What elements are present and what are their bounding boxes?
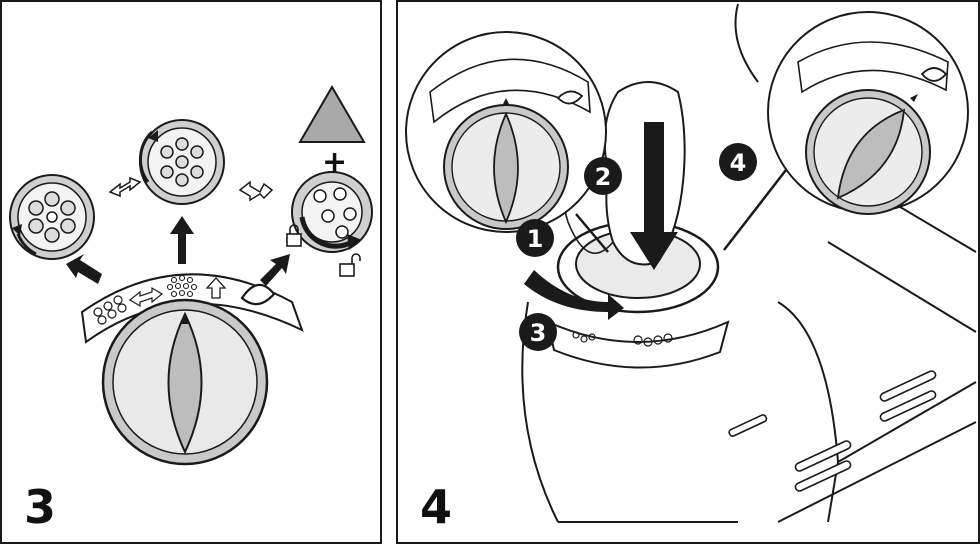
pointer-line-4 [724,170,786,250]
step-badge-1: 1 [516,219,554,257]
selector-knob [103,300,267,464]
svg-text:3: 3 [530,319,547,347]
arrow-to-left-disk [66,254,102,284]
svg-text:1: 1 [527,225,544,253]
lock-open-icon [340,254,360,276]
double-arrow-icon [240,182,272,200]
vent-slots [728,370,937,493]
step-badge-4: 4 [719,143,757,181]
svg-text:2: 2 [595,163,612,191]
disk-coarse-icon [140,120,224,204]
arrow-to-center-disk [170,216,194,264]
figure-number: 4 [420,484,452,530]
knob-inset-after [768,12,968,214]
appliance-illustration: 1 2 3 4 [398,2,978,542]
double-arrow-icon [110,178,140,196]
knob-function-diagram: + [2,2,382,542]
step-badge-2: 2 [584,157,622,195]
arrow-to-right-disk [260,254,290,286]
knob-inset-before [406,32,606,232]
step-badge-3: 3 [519,313,557,351]
figure-number: 3 [24,484,56,530]
svg-text:4: 4 [730,149,747,177]
collar-symbol-band [548,322,728,368]
figure-panel-4: 1 2 3 4 4 [396,0,980,544]
disk-release-icon [292,172,372,252]
drop-triangle-icon [300,87,364,142]
disk-flower-icon [10,175,94,259]
figure-panel-3: + [0,0,382,544]
plus-sign: + [322,145,347,180]
